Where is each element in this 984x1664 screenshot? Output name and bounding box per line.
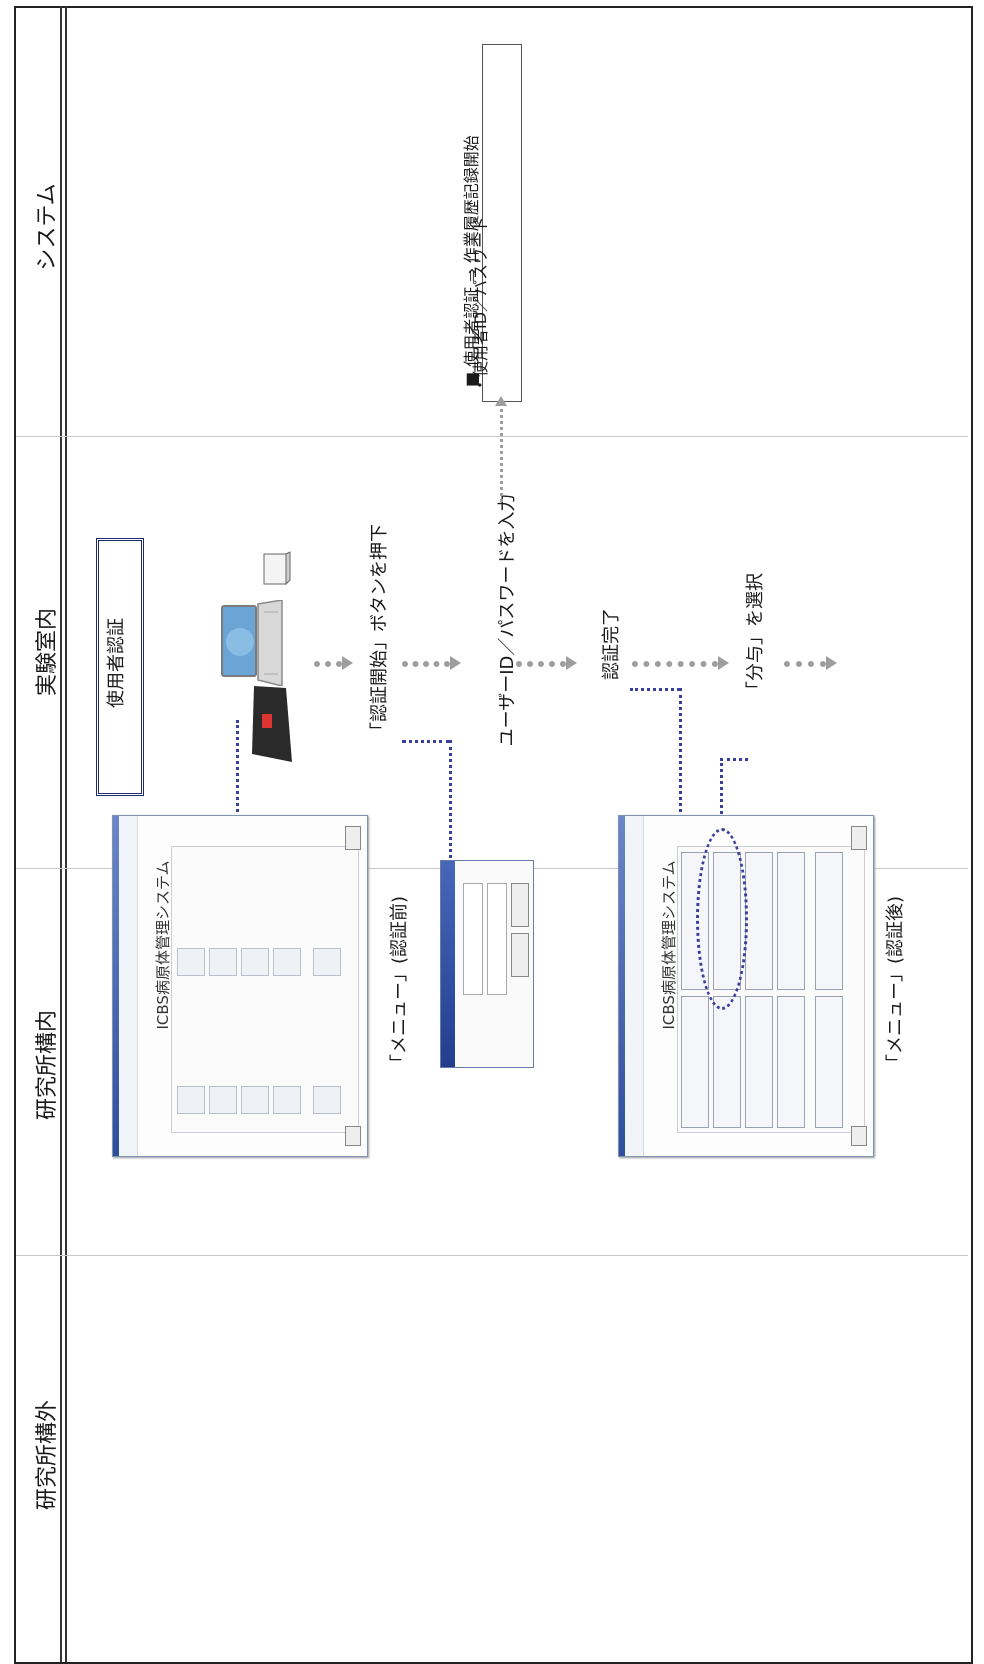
chip-b7[interactable] (209, 1086, 237, 1114)
connector-to-system (500, 402, 503, 502)
flow-arrow-2 (402, 661, 450, 667)
card-reader-icon (250, 684, 296, 764)
window-status-strip (625, 816, 644, 1156)
menu-btn-bunyo[interactable] (713, 996, 741, 1128)
menu-before-panel (171, 846, 359, 1133)
flow-arrow-1-head (342, 656, 353, 670)
login-button[interactable] (511, 883, 529, 927)
cancel-button[interactable] (511, 933, 529, 977)
chip-b10[interactable] (313, 1086, 341, 1114)
flow-arrow-4 (632, 661, 718, 667)
connector-press-to-dialog-h (402, 740, 450, 743)
step-enter-credentials: ユーザーID／パスワードを入力 (497, 493, 518, 747)
menu-after-caption: 「メニュー」(認証後) (885, 895, 906, 1073)
menu-btn-a3[interactable] (745, 852, 773, 990)
menu-before-caption: 「メニュー」(認証前) (389, 895, 410, 1073)
chip-b8[interactable] (241, 1086, 269, 1114)
flow-arrow-1 (314, 661, 342, 667)
back-button[interactable] (345, 1126, 361, 1146)
system-auth-box (482, 44, 522, 402)
system-auth-line2: ・使用者ID／パスワード (471, 215, 490, 393)
connector-select-v (720, 758, 723, 838)
laptop-icon (220, 599, 298, 687)
flow-arrow-5 (784, 661, 826, 667)
menu-btn-b5[interactable] (815, 996, 843, 1128)
login-dialog (440, 860, 534, 1068)
step-select-bunyo: 「分与」を選択 (745, 573, 766, 699)
bunyo-highlight-ellipse (696, 828, 748, 1010)
connector-complete-v (679, 688, 682, 836)
flow-arrow-5-head (826, 656, 837, 670)
connector-complete-h (630, 688, 680, 691)
menu-after-window: ICBS病原体管理システム (618, 815, 874, 1157)
auth-title-box (96, 538, 144, 796)
lane-divider-1 (16, 436, 968, 437)
chip-b4[interactable] (273, 948, 301, 976)
lane-label-lab: 実験室内 (35, 608, 60, 697)
login-pass-field[interactable] (487, 883, 507, 995)
header-divider-inner (65, 6, 67, 1662)
chip-b5[interactable] (313, 948, 341, 976)
menu-btn-b4[interactable] (777, 996, 805, 1128)
flow-arrow-2-head (450, 656, 461, 670)
login-dialog-title-bar (441, 861, 455, 1067)
chip-b1[interactable] (177, 948, 205, 976)
menu-btn-a4[interactable] (777, 852, 805, 990)
close-button[interactable] (851, 826, 867, 850)
flow-arrow-3-head (566, 656, 577, 670)
menu-btn-b1[interactable] (681, 996, 709, 1128)
lane-divider-3 (16, 1255, 968, 1256)
chip-b9[interactable] (273, 1086, 301, 1114)
ic-card-icon (262, 550, 292, 588)
chip-b3[interactable] (241, 948, 269, 976)
connector-press-to-dialog-v (449, 740, 452, 858)
step-auth-complete: 認証完了 (601, 608, 622, 680)
chip-b6[interactable] (177, 1086, 205, 1114)
back-button[interactable] (851, 1126, 867, 1146)
menu-btn-a5[interactable] (815, 852, 843, 990)
step-press-auth: 「認証開始」ボタンを押下 (369, 524, 390, 740)
header-divider (60, 6, 62, 1662)
connector-select-h (720, 758, 748, 761)
close-button[interactable] (345, 826, 361, 850)
window-status-strip (119, 816, 138, 1156)
lane-label-inside: 研究所構内 (35, 1010, 60, 1121)
connector-laptop-to-menu (236, 720, 239, 812)
menu-btn-b3[interactable] (745, 996, 773, 1128)
lane-label-system: システム (35, 183, 60, 271)
window-title-bar (619, 816, 625, 1156)
lane-label-outside: 研究所構外 (35, 1400, 60, 1511)
chip-b2[interactable] (209, 948, 237, 976)
flow-arrow-3 (516, 661, 566, 667)
flow-arrow-4-head (718, 656, 729, 670)
auth-title: 使用者認証 (106, 618, 127, 708)
window-title-bar (113, 816, 119, 1156)
login-user-field[interactable] (463, 883, 483, 995)
menu-before-window: ICBS病原体管理システム (112, 815, 368, 1157)
connector-to-system-head (495, 396, 507, 406)
